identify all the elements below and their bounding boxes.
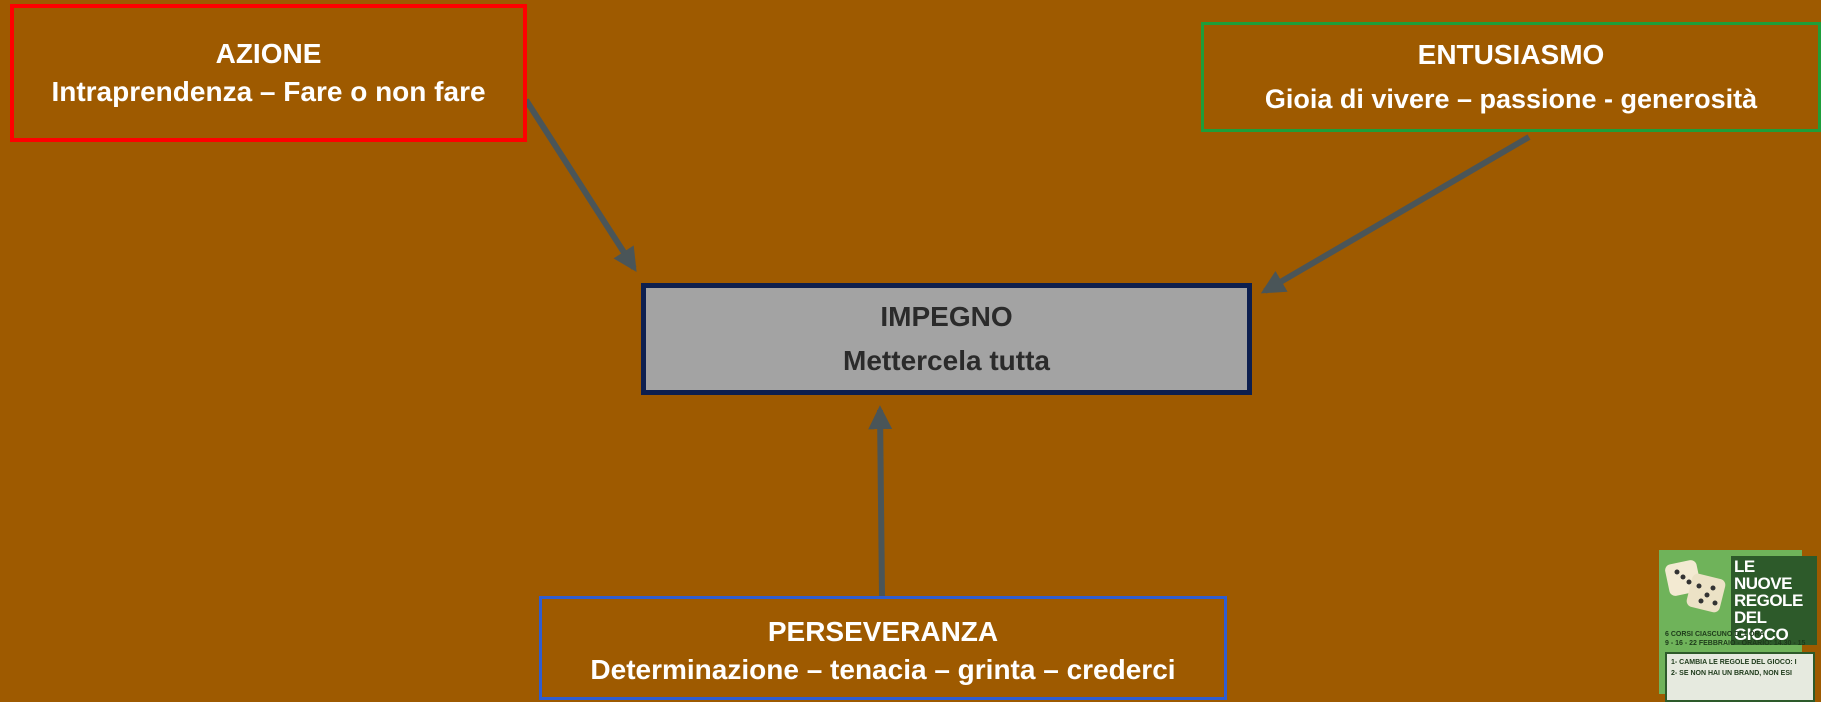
flyer-rules-panel: 1- CAMBIA LE REGOLE DEL GIOCO: I 2- SE N… <box>1665 652 1815 702</box>
node-azione-title: AZIONE <box>215 38 322 69</box>
flyer-info-line: 9 - 16 - 22 FEBBRAIO - ORARIO: 14.30 - 1… <box>1665 640 1806 647</box>
event-flyer-thumbnail: LE NUOVE REGOLE DEL GIOCO 6 CORSI CIASCU… <box>1659 550 1817 702</box>
node-entusiasmo: ENTUSIASMO Gioia di vivere – passione - … <box>1201 22 1821 132</box>
node-impegno-text: Mettercela tutta <box>843 345 1050 376</box>
connector-arrows <box>523 98 1531 597</box>
flyer-title-line: REGOLE <box>1734 591 1803 610</box>
flyer-rule: 1- CAMBIA LE REGOLE DEL GIOCO: I <box>1671 659 1797 666</box>
flyer-info: 6 CORSI CIASCUNO DI 1 ORA 9 - 16 - 22 FE… <box>1665 630 1815 648</box>
flyer-info-line: 6 CORSI CIASCUNO DI 1 ORA <box>1665 631 1765 638</box>
dice-icon <box>1665 560 1726 613</box>
flyer-title: LE NUOVE REGOLE DEL GIOCO <box>1731 556 1817 645</box>
flyer-title-line: LE NUOVE <box>1734 557 1792 593</box>
node-azione-text: Intraprendenza – Fare o non fare <box>51 76 486 107</box>
node-entusiasmo-text: Gioia di vivere – passione - generosità <box>1264 84 1758 114</box>
node-perseveranza: PERSEVERANZA Determinazione – tenacia – … <box>539 596 1227 700</box>
node-impegno-title: IMPEGNO <box>880 301 1013 332</box>
node-perseveranza-text: Determinazione – tenacia – grinta – cred… <box>590 654 1176 685</box>
arrow-entusiasmo-to-impegno <box>1260 134 1531 294</box>
flyer-rule: 2- SE NON HAI UN BRAND, NON ESI <box>1671 670 1792 677</box>
node-impegno: IMPEGNO Mettercela tutta <box>641 283 1252 395</box>
flyer-title-line: DEL GIOCO <box>1734 608 1789 644</box>
arrow-perseveranza-to-impegno <box>868 405 893 597</box>
arrow-azione-to-impegno <box>523 98 637 273</box>
node-perseveranza-title: PERSEVERANZA <box>767 616 999 647</box>
node-entusiasmo-title: ENTUSIASMO <box>1417 39 1605 70</box>
node-azione: AZIONE Intraprendenza – Fare o non fare <box>10 4 527 142</box>
